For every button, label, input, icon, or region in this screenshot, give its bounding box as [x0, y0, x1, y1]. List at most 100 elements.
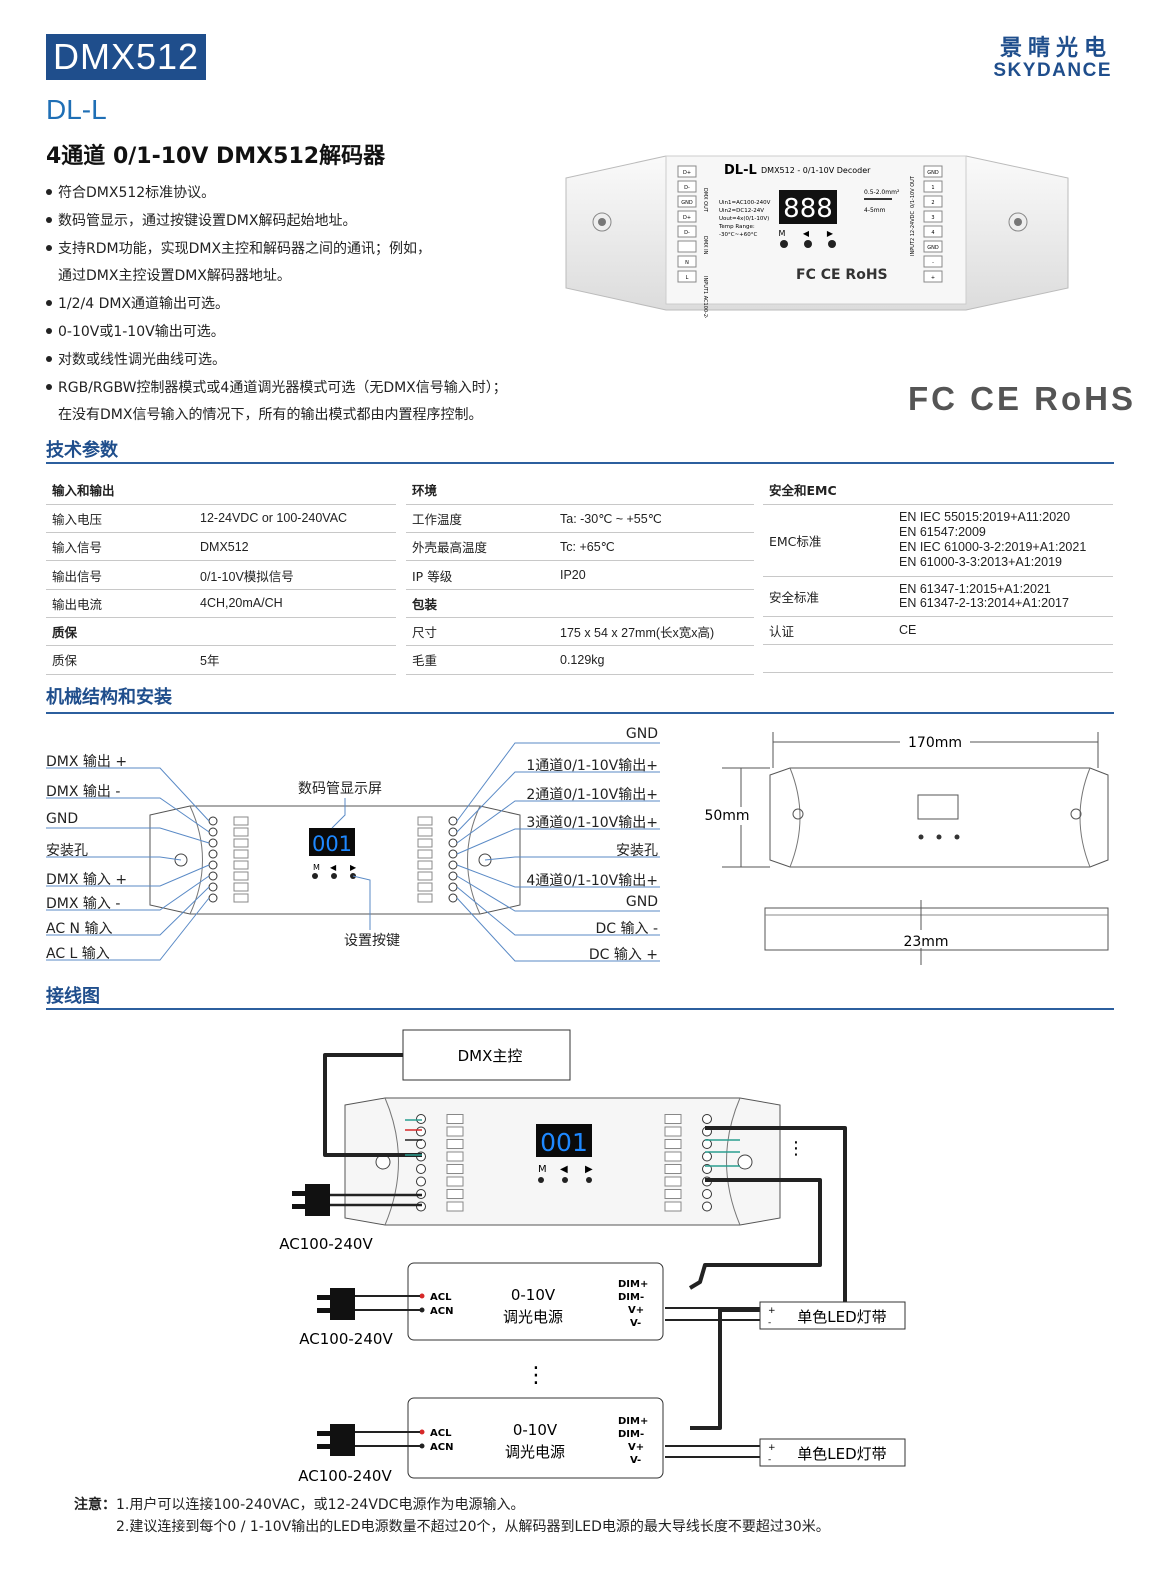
- spec-value: EN 61547:2009: [899, 525, 986, 540]
- section-mech-title: 机械结构和安装: [46, 687, 172, 708]
- screw-terminal-icon: [208, 893, 218, 903]
- feature-item: 数码管显示，通过按键设置DMX解码起始地址。: [44, 208, 564, 236]
- spec-value: 0/1-10V模拟信号: [194, 560, 396, 590]
- terminal-label: 3: [931, 215, 934, 221]
- screw-terminal-icon: [416, 1114, 426, 1124]
- screw-terminal-icon: [448, 871, 458, 881]
- terminal: [677, 225, 697, 238]
- spec-key: 质保: [46, 645, 194, 675]
- screw-terminal-icon: [208, 871, 218, 881]
- pin-label: DMX 输出 +: [46, 754, 128, 770]
- spec-value: EN 61000-3-3:2013+A1:2019: [899, 555, 1062, 570]
- feature-item: 通过DMX主控设置DMX解码器地址。: [58, 268, 291, 285]
- psu-pin-label: V-: [630, 1318, 641, 1329]
- psu-acl-label: ACL: [430, 1428, 452, 1439]
- pin-label: DMX 输入 +: [46, 872, 128, 888]
- spec-key: 毛重: [406, 645, 554, 675]
- pin-label: AC L 输入: [46, 946, 110, 962]
- brand-name-en: SKYDANCE: [993, 60, 1112, 81]
- screw-terminal-icon: [448, 816, 458, 826]
- more-outputs-ellipsis: ⋮: [787, 1138, 805, 1159]
- psu-subtitle: 调光电源: [503, 1308, 563, 1326]
- pin-label: GND: [625, 726, 658, 742]
- screw-terminal-icon: [208, 838, 218, 848]
- spec-value: 0.129kg: [554, 645, 754, 675]
- feature-item: 1/2/4 DMX通道输出可选。: [44, 291, 564, 319]
- spec-value: 4CH,20mA/CH: [194, 589, 396, 618]
- button-label: ◀: [560, 1164, 568, 1175]
- terminal-label: D-: [684, 185, 690, 191]
- led-strip-label: 单色LED灯带: [797, 1308, 886, 1326]
- pin-label: 1通道0/1-10V输出+: [526, 758, 658, 774]
- section-spec-title: 技术参数: [46, 440, 118, 461]
- spec-key: IP 等级: [406, 560, 554, 590]
- terminal-label: D+: [683, 215, 691, 221]
- terminal: [677, 180, 697, 193]
- ac-input-label: AC100-240V: [298, 1467, 392, 1485]
- ac-input-label: AC100-240V: [279, 1235, 373, 1253]
- screw-terminal-icon: [702, 1189, 712, 1199]
- feature-item: RGB/RGBW控制器模式或4通道调光器模式可选（无DMX信号输入时）；: [44, 375, 564, 403]
- section-divider: [46, 462, 1114, 464]
- terminal: [923, 240, 943, 253]
- terminal-label: N: [685, 260, 689, 266]
- spec-value: DMX512: [194, 532, 396, 562]
- terminal: [923, 180, 943, 193]
- dim-height-label: 23mm: [903, 934, 948, 950]
- button-icon: [780, 240, 788, 248]
- section-wiring-title: 接线图: [46, 986, 100, 1007]
- dim-length-label: 170mm: [908, 735, 962, 751]
- spec-value: 175 x 54 x 27mm(长x宽x高): [554, 617, 754, 647]
- dmx-master-label: DMX主控: [458, 1047, 523, 1065]
- spec-key: 工作温度: [406, 504, 554, 534]
- button-label: ◀: [803, 229, 810, 238]
- mechanical-diagram: 001 M ◀ ▶ 170mm 50mm 23mm: [46, 732, 1109, 965]
- pin-label: 3通道0/1-10V输出+: [526, 815, 658, 831]
- screw-terminal-icon: [416, 1139, 426, 1149]
- spec-key: 外壳最高温度: [406, 532, 554, 562]
- spec-value: EN 61347-1:2015+A1:2021: [899, 582, 1051, 597]
- pin-label: 安装孔: [616, 843, 658, 859]
- pin-label: GND: [46, 811, 79, 827]
- feature-item: 在没有DMX信号输入的情况下，所有的输出模式都由内置程序控制。: [58, 407, 483, 424]
- terminal: [677, 195, 697, 208]
- button-label: ◀: [330, 863, 337, 872]
- ac-plug-icon: [317, 1424, 355, 1456]
- psu-pin-label: DIM-: [618, 1429, 644, 1440]
- pin-label: AC N 输入: [46, 921, 113, 937]
- terminal: [923, 255, 943, 268]
- terminal-label: +: [931, 275, 935, 281]
- terminal-label: L: [686, 275, 689, 281]
- notes-prefix: 注意：: [74, 1497, 116, 1513]
- button-label: M: [313, 863, 320, 872]
- feature-list: 符合DMX512标准协议。 数码管显示，通过按键设置DMX解码起始地址。 支持R…: [44, 180, 564, 430]
- side-label: INPUT2 12-24VDC: [910, 210, 916, 256]
- led-pin-label: +: [768, 1443, 776, 1453]
- spec-key: 安全标准: [763, 576, 893, 617]
- notes: 注意：1.用户可以连接100-240VAC，或12-24VDC电源作为电源输入。…: [74, 1494, 830, 1538]
- section-divider: [46, 712, 1114, 714]
- pin-label: DC 输入 -: [595, 921, 658, 937]
- psu-pin-label: DIM+: [618, 1279, 648, 1290]
- spec-key: 输入信号: [46, 532, 194, 562]
- product-spec-line: Uin1=AC100-240V: [719, 200, 771, 206]
- screw-terminal-icon: [448, 882, 458, 892]
- screw-terminal-icon: [448, 838, 458, 848]
- button-m-icon: [312, 873, 318, 879]
- pin-label: DMX 输出 -: [46, 784, 121, 800]
- psu-acn-label: ACN: [430, 1442, 453, 1453]
- screw-terminal-icon: [416, 1176, 426, 1187]
- dim-width-label: 50mm: [704, 808, 749, 824]
- led-pin-label: +: [768, 1306, 776, 1316]
- button-label: M: [538, 1164, 547, 1175]
- terminal: [923, 195, 943, 208]
- terminal-label: 4: [931, 230, 934, 236]
- side-label: 0/1-10V OUT: [910, 175, 916, 208]
- terminal-label: D-: [684, 230, 690, 236]
- screw-terminal-icon: [208, 849, 218, 859]
- button-label: ▶: [350, 863, 357, 872]
- terminal: [923, 225, 943, 238]
